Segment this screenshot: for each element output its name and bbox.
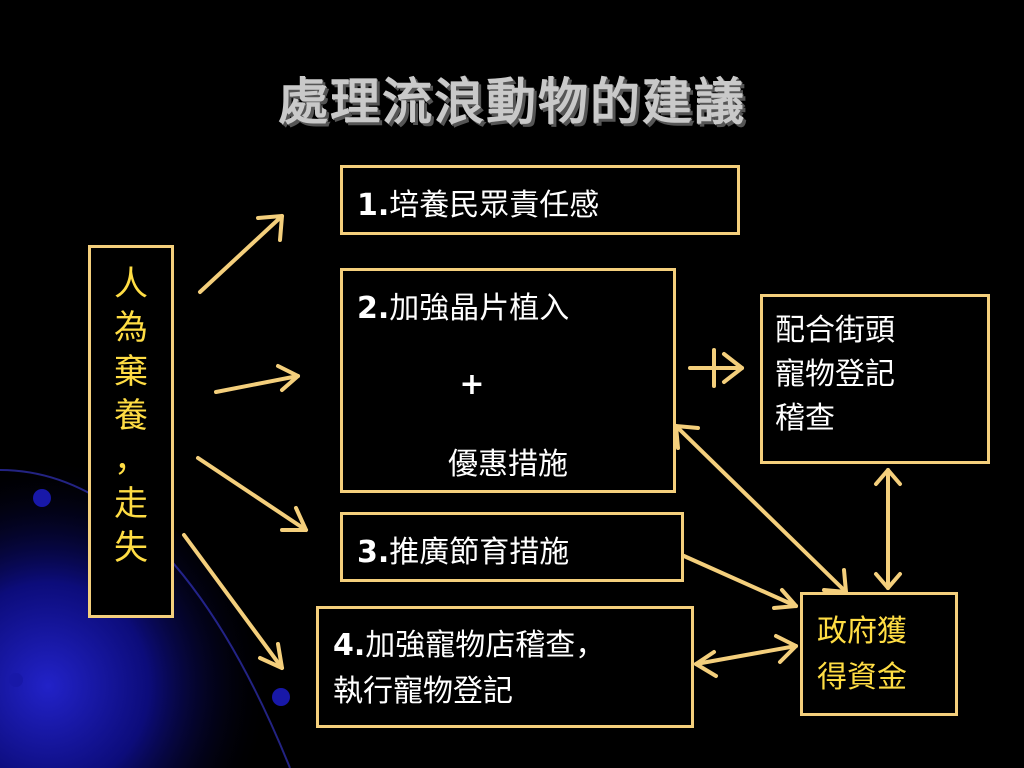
cause-box: 人 為 棄 養 ， 走 失	[88, 245, 174, 618]
suggestion-text: 培養民眾責任感	[389, 188, 600, 223]
cause-char: ，	[114, 440, 148, 480]
suggestion-text-2: 優惠措施	[448, 447, 568, 482]
suggestion-box-2: 2.加強晶片植入 + 優惠措施	[340, 268, 676, 493]
suggestion-box-4: 4.加強寵物店稽查， 執行寵物登記	[316, 606, 694, 728]
cause-char: 失	[114, 528, 148, 568]
deco-dot	[272, 688, 290, 706]
suggestion-box-3: 3.推廣節育措施	[340, 512, 684, 582]
box-line: 寵物登記	[775, 357, 895, 392]
cause-char: 為	[114, 308, 148, 348]
government-funding-box: 政府獲 得資金	[800, 592, 958, 716]
box-line: 配合街頭	[775, 313, 895, 348]
cause-char: 走	[114, 484, 148, 524]
street-registration-box: 配合街頭 寵物登記 稽查	[760, 294, 990, 464]
cause-char: 棄	[114, 352, 148, 392]
box-line: 稽查	[775, 401, 835, 436]
suggestion-number: 1.	[357, 188, 390, 223]
deco-dot	[9, 673, 23, 687]
suggestion-text: 加強晶片植入	[389, 291, 570, 326]
box-line: 政府獲	[817, 614, 907, 649]
suggestion-box-1: 1.培養民眾責任感	[340, 165, 740, 235]
suggestion-text: 加強寵物店稽查，	[365, 628, 606, 663]
deco-dot	[33, 489, 51, 507]
suggestion-text-2: 執行寵物登記	[333, 674, 513, 709]
suggestion-number: 3.	[357, 535, 390, 570]
cause-char: 人	[114, 264, 148, 304]
cause-char: 養	[114, 396, 148, 436]
page-title: 處理流浪動物的建議	[278, 73, 746, 131]
plus-sign: +	[459, 367, 485, 402]
suggestion-number: 2.	[357, 291, 390, 326]
box-line: 得資金	[817, 660, 907, 695]
suggestion-text: 推廣節育措施	[389, 535, 570, 570]
suggestion-number: 4.	[333, 628, 366, 663]
